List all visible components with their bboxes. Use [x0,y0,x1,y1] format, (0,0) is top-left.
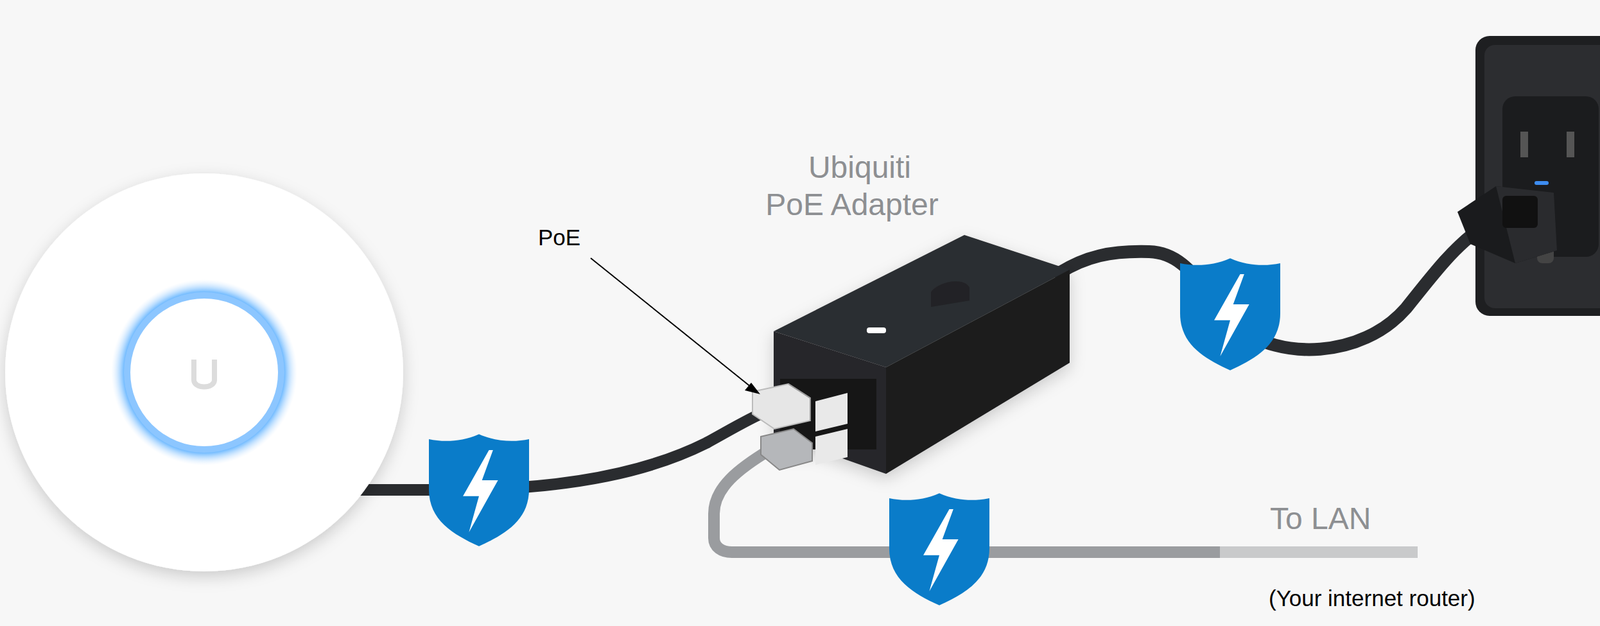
adapter-node: Ubiquiti PoE Adapter [762,148,942,223]
lan-cable-fade [1219,545,1418,559]
wall-outlet [1475,35,1600,316]
surge-shield [889,493,990,606]
power-plug [1457,186,1557,264]
access-point [5,173,404,572]
poe-adapter-box [773,234,1070,474]
leader-arrow [590,258,761,395]
note-label: (Your internet router) [1268,585,1476,611]
surge-shield [428,434,530,547]
callout-label: PoE [538,224,581,250]
lan-cable [713,449,1418,553]
cable-label: To LAN [1269,501,1371,536]
adapter-title: Ubiquiti PoE Adapter [762,148,942,223]
surge-shield [1180,258,1281,371]
ap-cable [346,410,768,490]
rj45-plugs [752,383,848,470]
